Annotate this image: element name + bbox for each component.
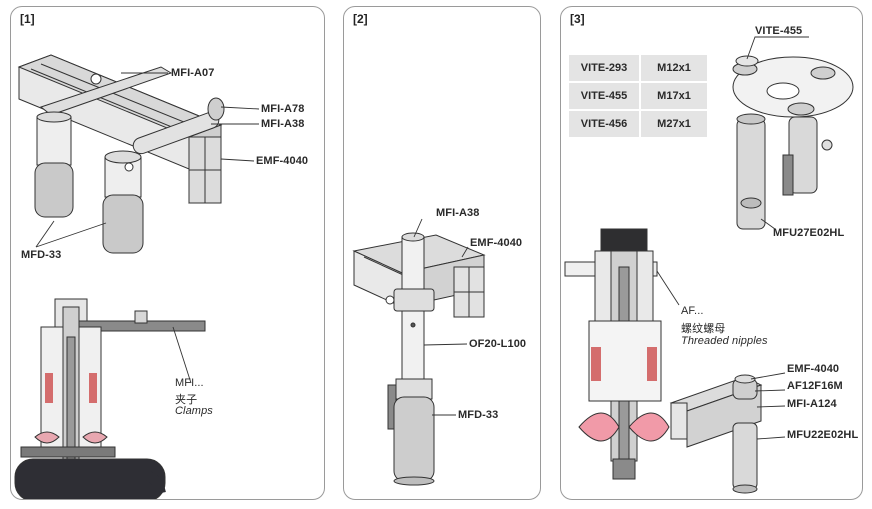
table-row: VITE-456 M27x1 <box>569 111 707 137</box>
label-emf-4040: EMF-4040 <box>470 237 523 249</box>
label-af-en: Threaded nipples <box>681 335 768 347</box>
label-mfi-a124: MFI-A124 <box>787 398 837 410</box>
table-cell: M12x1 <box>641 55 707 81</box>
leader-lines <box>35 72 260 248</box>
vite-table: VITE-293 M12x1 VITE-455 M17x1 VITE-456 M… <box>569 53 707 139</box>
label-mfi-a38: MFI-A38 <box>436 207 480 219</box>
table-cell: M27x1 <box>641 111 707 137</box>
table-row: VITE-293 M12x1 <box>569 55 707 81</box>
cross-bar <box>39 66 225 155</box>
label-mfu27e02hl: MFU27E02HL <box>773 227 845 239</box>
panel-3-drawing <box>564 36 854 494</box>
label-mfu22e02hl: MFU22E02HL <box>787 429 859 441</box>
label-mfd-33: MFD-33 <box>21 249 62 261</box>
label-clamps-cn: 夹子 <box>175 394 198 406</box>
panel-1: [1] <box>10 6 325 500</box>
label-af-cn: 螺纹螺母 <box>681 323 726 335</box>
panel-1-drawing <box>14 54 260 499</box>
table-row: VITE-455 M17x1 <box>569 83 707 109</box>
label-vite-455: VITE-455 <box>755 25 803 37</box>
table-cell: M17x1 <box>641 83 707 109</box>
label-mfi-a78: MFI-A78 <box>261 103 305 115</box>
label-af-code: AF... <box>681 305 704 317</box>
panel-2-drawing <box>352 218 486 486</box>
mounting-plate <box>732 55 854 118</box>
mfd-33-sensor-left <box>34 111 74 218</box>
table-cell: VITE-293 <box>569 55 641 81</box>
label-of20-l100: OF20-L100 <box>469 338 527 350</box>
label-emf-4040: EMF-4040 <box>787 363 840 375</box>
panel-number: [1] <box>20 12 35 26</box>
mfd-33-sensor-right <box>102 150 144 254</box>
table-cell: VITE-455 <box>569 83 641 109</box>
panel-number: [3] <box>570 12 585 26</box>
label-emf-4040: EMF-4040 <box>256 155 309 167</box>
mfu27-sensor-left <box>736 113 766 230</box>
clamp-section-view <box>14 298 206 499</box>
mfu22-assembly <box>669 374 763 494</box>
leader-lines <box>413 218 469 416</box>
panel-number: [2] <box>353 12 368 26</box>
panel-2: [2] <box>343 6 541 500</box>
label-clamps-en: Clamps <box>175 405 213 417</box>
mfi-a38-clamp <box>385 288 435 312</box>
label-mfi-a07: MFI-A07 <box>171 67 215 79</box>
leader-lines <box>656 36 809 440</box>
label-mfd-33: MFD-33 <box>458 409 499 421</box>
mfd-33-sensor <box>387 378 435 486</box>
threaded-nipple-section <box>564 228 670 480</box>
label-clamps-code: MFI... <box>175 377 204 389</box>
mfu27-sensor-right <box>782 116 833 196</box>
label-af12f16m: AF12F16M <box>787 380 843 392</box>
label-mfi-a38: MFI-A38 <box>261 118 305 130</box>
table-cell: VITE-456 <box>569 111 641 137</box>
panel-3: [3] VITE-293 M12x1 VITE-455 M17x1 VITE-4… <box>560 6 863 500</box>
